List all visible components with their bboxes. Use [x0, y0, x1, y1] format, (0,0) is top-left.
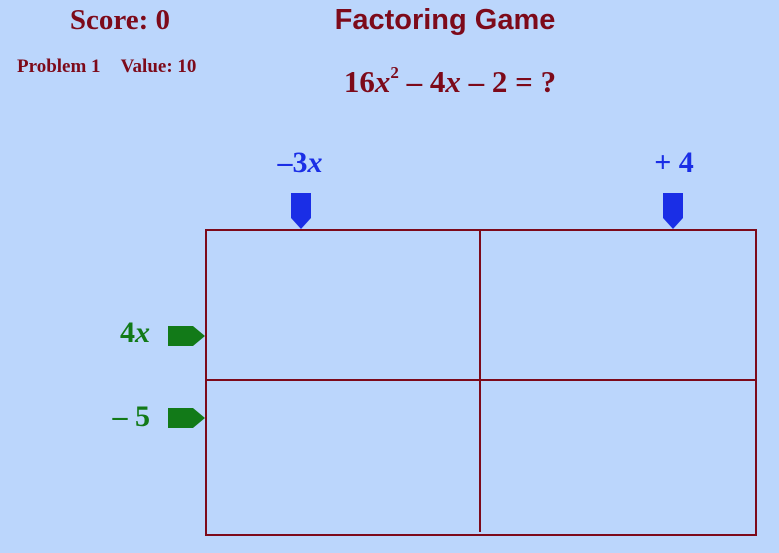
- row-2-marker-icon[interactable]: [167, 407, 207, 429]
- row-factor-1[interactable]: 4x: [50, 316, 150, 350]
- column-1-marker-icon[interactable]: [290, 192, 314, 230]
- column-factor-2-coef: + 4: [654, 146, 694, 179]
- equation-tail: – 2 = ?: [460, 64, 557, 99]
- game-title: Factoring Game: [334, 4, 556, 36]
- factoring-grid: [205, 229, 757, 536]
- equation-middle-term: – 4: [398, 64, 446, 99]
- grid-cell-r1-c2[interactable]: [481, 231, 755, 381]
- column-2-marker-icon[interactable]: [662, 192, 686, 230]
- column-factor-1-coef: –3: [277, 146, 308, 179]
- problem-info: Problem 1 Value: 10: [17, 56, 196, 78]
- grid-cell-r2-c1[interactable]: [207, 381, 481, 532]
- problem-number: Problem 1: [17, 56, 101, 77]
- row-factor-2-coef: – 5: [112, 400, 151, 433]
- problem-value: Value: 10: [120, 56, 197, 77]
- equation-var-2: x: [445, 64, 461, 99]
- column-factor-1[interactable]: –3x: [240, 146, 360, 180]
- row-factor-2[interactable]: – 5: [50, 400, 151, 434]
- equation-var: x: [374, 64, 391, 99]
- grid-cell-r2-c2[interactable]: [481, 381, 755, 532]
- column-factor-2[interactable]: + 4: [614, 146, 734, 180]
- row-factor-1-coef: 4: [120, 316, 135, 349]
- column-factor-1-var: x: [307, 146, 323, 179]
- score-display: Score: 0: [69, 4, 171, 36]
- grid-cell-r1-c1[interactable]: [207, 231, 481, 381]
- row-1-marker-icon[interactable]: [167, 325, 207, 347]
- problem-equation: 16x2 – 4x – 2 = ?: [250, 64, 650, 100]
- equation-exponent: 2: [390, 63, 399, 82]
- row-factor-1-var: x: [135, 316, 150, 349]
- equation-coef: 16: [343, 64, 375, 99]
